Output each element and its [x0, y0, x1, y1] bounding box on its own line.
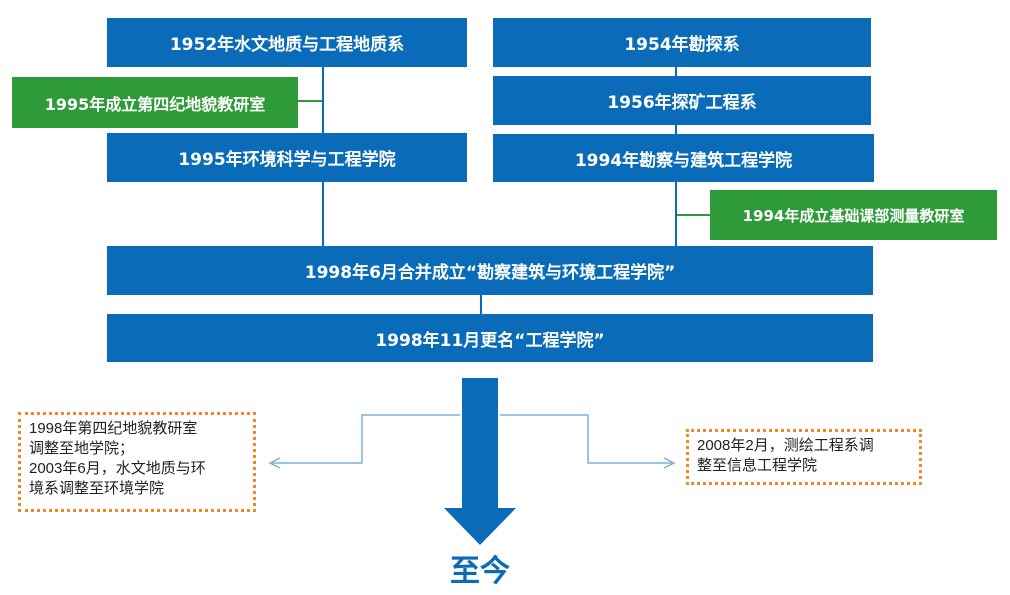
final-label: 至今 [450, 554, 510, 589]
box-1994-survey-college: 1994年勘察与建筑工程学院 [493, 134, 874, 182]
box-1952-hydrogeology: 1952年水文地质与工程地质系 [107, 18, 467, 67]
box-1954-exploration: 1954年勘探系 [493, 18, 871, 67]
connector-to-left-note [272, 414, 460, 464]
box-1994-survey-lab: 1994年成立基础课部测量教研室 [710, 190, 997, 240]
connector-right-2 [675, 125, 677, 134]
note-left: 1998年第四纪地貌教研室 调整至地学院； 2003年6月，水文地质与环 境系调… [18, 412, 256, 512]
connector-right-arrowhead [663, 457, 676, 469]
note-right: 2008年2月，测绘工程系调 整至信息工程学院 [686, 429, 922, 485]
down-arrow [444, 378, 516, 545]
box-1995-quaternary-lab: 1995年成立第四纪地貌教研室 [12, 77, 298, 128]
connector-left-1 [322, 67, 324, 133]
box-1998-rename: 1998年11月更名“工程学院” [107, 314, 873, 362]
connector-right-3 [675, 182, 677, 246]
connector-to-right-note [500, 414, 672, 464]
connector-merge [480, 295, 482, 314]
connector-lab-right [677, 214, 710, 216]
connector-lab-left [298, 100, 322, 102]
box-1995-env-college: 1995年环境科学与工程学院 [107, 133, 467, 182]
connector-left-arrowhead [268, 457, 281, 469]
connector-right-1 [675, 67, 677, 76]
connector-left-2 [322, 182, 324, 246]
box-1998-merge: 1998年6月合并成立“勘察建筑与环境工程学院” [107, 246, 873, 295]
box-1956-mining: 1956年探矿工程系 [493, 76, 871, 125]
